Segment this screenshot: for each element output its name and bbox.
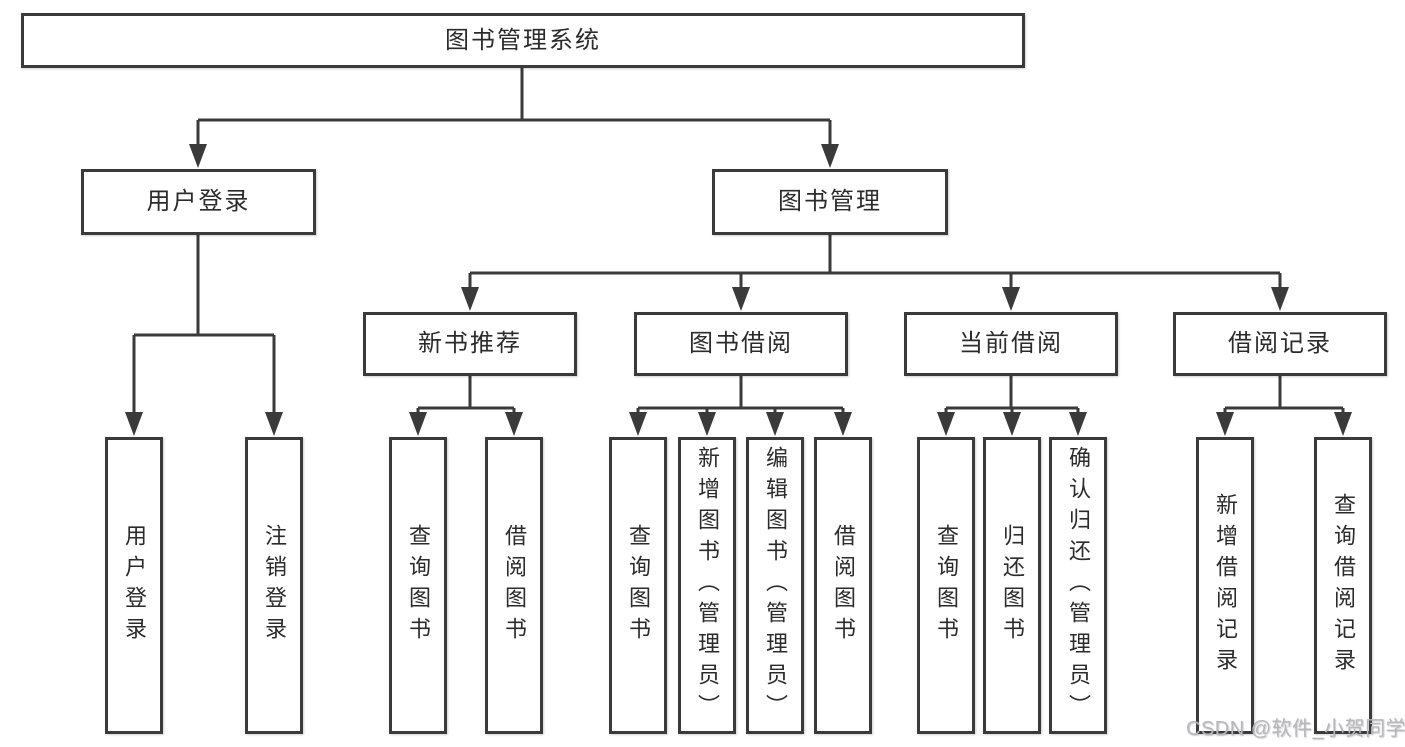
- leaf-edit-book-admin-label: 编辑图书（管理员）: [763, 446, 788, 725]
- arrowhead-icon: [1003, 412, 1021, 436]
- node-borrow-records: 借阅记录: [1173, 312, 1387, 376]
- arrowhead-icon: [698, 412, 716, 436]
- leaf-add-book-admin: 新增图书（管理员）: [678, 437, 736, 734]
- node-root-label: 图书管理系统: [445, 26, 601, 54]
- arrowhead-icon: [505, 412, 523, 436]
- arrowhead-icon: [732, 287, 750, 311]
- arrowhead-icon: [265, 412, 283, 436]
- arrowhead-icon: [1069, 412, 1087, 436]
- node-user-login-label: 用户登录: [146, 188, 251, 215]
- connector-root: [196, 68, 832, 146]
- leaf-return-books: 归还图书: [983, 437, 1041, 734]
- connector-new-book: [416, 376, 516, 414]
- leaf-newbook-query-books: 查询图书: [389, 437, 447, 734]
- node-user-login: 用户登录: [81, 169, 316, 235]
- arrowhead-icon: [937, 412, 955, 436]
- leaf-user-login-label: 用户登录: [122, 523, 147, 648]
- connector-user-login: [132, 235, 276, 414]
- connector-paths: [132, 68, 1345, 414]
- node-book-borrow: 图书借阅: [634, 312, 848, 376]
- leaf-borrow-query-books: 查询图书: [609, 437, 667, 734]
- leaf-confirm-return-admin: 确认归还（管理员）: [1049, 437, 1107, 734]
- leaf-current-query-books: 查询图书: [917, 437, 975, 734]
- leaf-logout: 注销登录: [245, 437, 303, 734]
- connector-current-borrow: [944, 376, 1080, 414]
- leaf-borrow-query-books-label: 查询图书: [626, 523, 651, 648]
- node-book-management-label: 图书管理: [778, 188, 882, 215]
- arrowhead-icon: [834, 412, 852, 436]
- leaf-add-borrow-record: 新增借阅记录: [1196, 437, 1254, 734]
- leaf-edit-book-admin: 编辑图书（管理员）: [746, 437, 804, 734]
- connector-borrow-records: [1223, 376, 1345, 414]
- leaf-add-book-admin-label: 新增图书（管理员）: [695, 446, 720, 725]
- arrowhead-icon: [189, 144, 207, 168]
- arrowhead-icon: [1271, 287, 1289, 311]
- node-borrow-records-label: 借阅记录: [1228, 330, 1332, 357]
- node-current-borrow: 当前借阅: [904, 312, 1118, 376]
- leaf-borrow-books-label: 借阅图书: [831, 523, 856, 648]
- arrowhead-icon: [1216, 412, 1234, 436]
- leaf-user-login: 用户登录: [105, 437, 163, 734]
- arrowhead-icon: [821, 144, 839, 168]
- arrowhead-icon: [1002, 287, 1020, 311]
- leaf-borrow-books: 借阅图书: [814, 437, 872, 734]
- leaf-logout-label: 注销登录: [262, 523, 287, 648]
- arrowhead-icon: [461, 287, 479, 311]
- leaf-newbook-borrow-books-label: 借阅图书: [502, 523, 527, 648]
- leaf-newbook-query-books-label: 查询图书: [406, 523, 431, 648]
- leaf-query-borrow-record: 查询借阅记录: [1314, 437, 1372, 734]
- arrowhead-icon: [125, 412, 143, 436]
- node-new-book-recommend-label: 新书推荐: [418, 330, 522, 357]
- node-root: 图书管理系统: [21, 13, 1025, 68]
- leaf-add-borrow-record-label: 新增借阅记录: [1213, 492, 1238, 679]
- connector-book-management: [468, 235, 1282, 290]
- arrowhead-icon: [1334, 412, 1352, 436]
- arrowhead-icon: [629, 412, 647, 436]
- leaf-query-borrow-record-label: 查询借阅记录: [1331, 492, 1356, 679]
- leaf-return-books-label: 归还图书: [1000, 523, 1025, 648]
- connector-book-borrow: [636, 376, 845, 414]
- arrowhead-icon: [409, 412, 427, 436]
- leaf-newbook-borrow-books: 借阅图书: [485, 437, 543, 734]
- node-new-book-recommend: 新书推荐: [363, 312, 577, 376]
- leaf-current-query-books-label: 查询图书: [934, 523, 959, 648]
- node-book-borrow-label: 图书借阅: [689, 330, 793, 357]
- arrowhead-icon: [766, 412, 784, 436]
- arrowheads: [125, 144, 1352, 436]
- leaf-confirm-return-admin-label: 确认归还（管理员）: [1066, 446, 1091, 725]
- node-current-borrow-label: 当前借阅: [959, 330, 1063, 357]
- csdn-watermark: CSDN @软件_小贺同学: [1186, 718, 1405, 740]
- node-book-management: 图书管理: [712, 169, 948, 235]
